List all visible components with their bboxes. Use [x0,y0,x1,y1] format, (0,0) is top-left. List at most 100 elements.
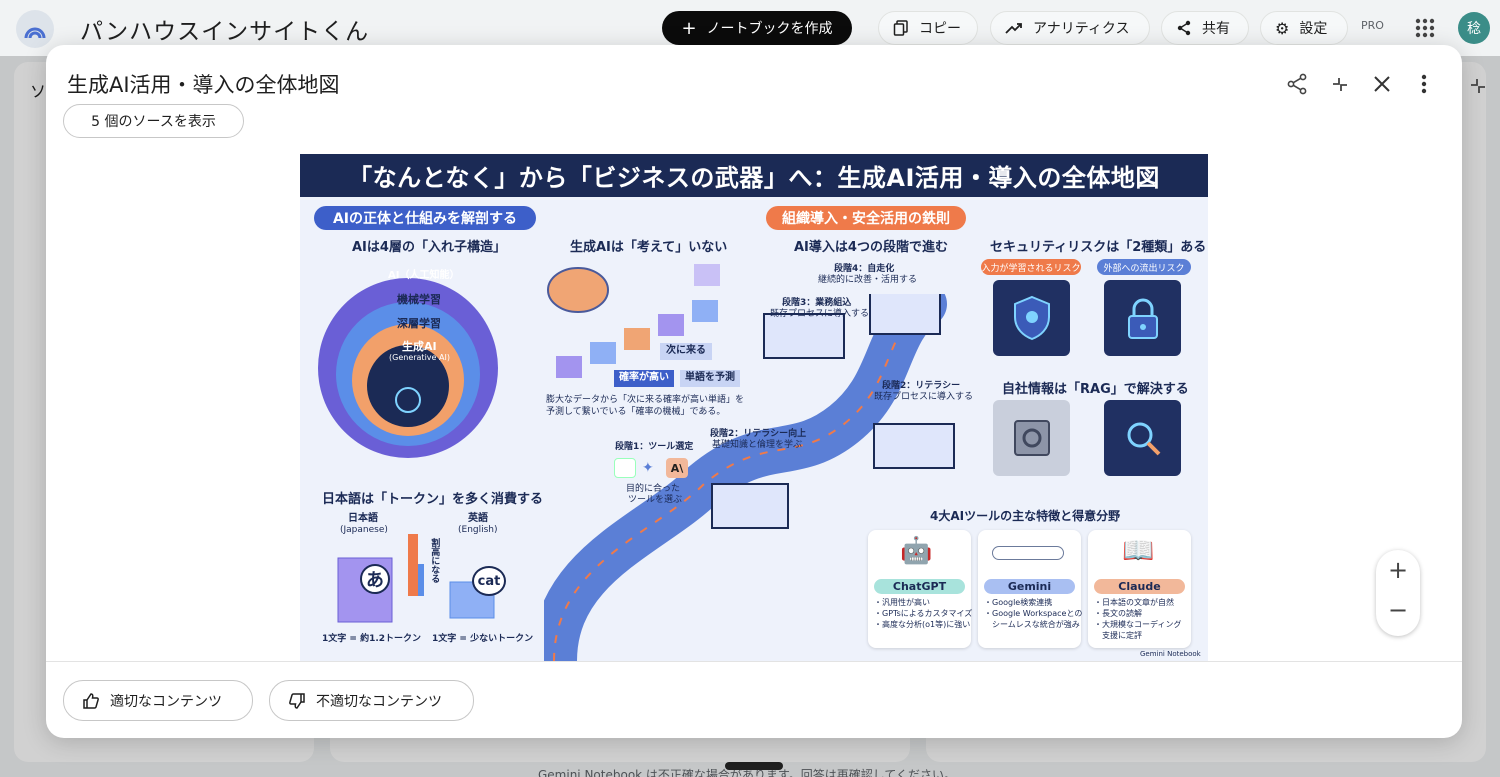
token-title: 日本語は「トークン」を多く消費する [322,492,544,507]
stage4-desc: 継続的に改善・活用する [818,275,918,285]
close-icon[interactable] [1370,72,1394,96]
probability-chain-illustration [547,264,720,378]
infographic-modal: 生成AI活用・導入の全体地図 5 個のソースを表示 「なんとなく」から「ビジネス… [46,45,1462,738]
nested-circles-diagram [318,278,498,458]
layer-genai: 生成AI [402,340,437,353]
thumb-down-icon [289,692,305,709]
stage3-desc: 既存プロセスに導入する [770,309,870,319]
stage-title: AI導入は4つの段階で進む [794,240,948,255]
avatar[interactable]: 稔 [1458,12,1490,44]
analytics-button[interactable]: アナリティクス [990,11,1150,45]
stage2b-desc: 既存プロセスに導入する [874,392,974,402]
modal-title: 生成AI活用・導入の全体地図 [67,73,340,97]
token-en-glyph: cat [472,566,506,596]
search-icon [1104,400,1181,476]
think-next: 次に来る [660,343,712,360]
stage2-label: 段階2：リテラシー向上 [710,429,807,439]
rag-title: 自社情報は「RAG」で解決する [1002,382,1189,397]
claude-logo-icon: A\ [666,458,688,478]
thumb-up-icon [83,692,99,709]
token-ja-label: 日本語 [348,513,378,524]
tool-feature: ・長文の読解 [1094,609,1142,618]
think-prob: 確率が高い [614,370,674,387]
app-bar: パンハウスインサイトくん + ノートブックを作成 コピー アナリティクス 共有 … [0,0,1500,56]
security-risk2: 外部への流出リスク [1097,259,1191,275]
create-notebook-button[interactable]: + ノートブックを作成 [662,11,852,45]
tool-name-chatgpt: ChatGPT [874,579,965,594]
think-predict: 単語を予測 [680,370,740,387]
robot-icon: 🤖 [900,536,933,566]
think-desc-2: 予測して繋いでいる「確率の機械」である。 [546,407,726,417]
token-ja-en: (Japanese) [340,525,388,535]
modal-footer: 適切なコンテンツ 不適切なコンテンツ [46,661,1462,738]
pro-badge: PRO [1361,19,1384,32]
stage4-label: 段階4：自走化 [834,264,895,274]
layer-genai-en: (Generative AI) [389,353,450,362]
tool-feature: 支援に定評 [1094,631,1142,640]
gemini-logo-icon: ✦ [642,460,654,476]
watermark: Gemini Notebook [1140,650,1201,658]
zoom-in-icon[interactable]: + [1387,556,1409,584]
infographic-image[interactable]: 「なんとなく」から「ビジネスの武器」へ：生成AI活用・導入の全体地図 AIの正体… [300,154,1208,661]
stage2-desc: 基礎知識と倫理を学ぶ [712,440,803,450]
more-vert-icon[interactable] [1412,72,1436,96]
tool-feature: ・汎用性が高い [874,598,930,607]
safe-icon [993,400,1070,476]
token-en-count: 1文字 = 少ないトークン [432,634,534,644]
collapse-icon-background[interactable] [1468,76,1488,96]
bad-content-button[interactable]: 不適切なコンテンツ [269,680,474,721]
nest-title: AIは4層の「入れ子構造」 [352,240,506,255]
layer-ml: 機械学習 [397,293,441,306]
section-tag-left: AIの正体と仕組みを解剖する [314,206,536,230]
tool-card-claude: 📖 Claude ・日本語の文章が自然 ・長文の読解 ・大規模なコーディング 支… [1088,530,1191,648]
share-icon[interactable] [1285,72,1309,96]
layer-dl: 深層学習 [397,317,441,330]
token-ja-glyph: あ [360,564,390,594]
security-title: セキュリティリスクは「2種類」ある [990,240,1207,255]
stage3-label: 段階3：業務組込 [782,298,852,308]
infographic-banner: 「なんとなく」から「ビジネスの武器」へ：生成AI活用・導入の全体地図 [300,154,1208,197]
lock-icon [1104,280,1181,356]
stage1-desc-1: 目的に合った [626,484,681,494]
collapse-icon[interactable] [1328,72,1352,96]
tools-title: 4大AIツールの主な特徴と得意分野 [930,509,1121,523]
share-button[interactable]: 共有 [1161,11,1249,45]
think-desc-1: 膨大なデータから「次に来る確率が高い単語」を [546,395,745,405]
good-content-button[interactable]: 適切なコンテンツ [63,680,253,721]
share-icon [1177,20,1191,36]
token-ja-count: 1文字 = 約1.2トークン [322,634,422,644]
tool-feature: ・Google Workspaceとの [984,609,1083,618]
disclaimer-text: Gemini Notebook は不正確な場合があります。回答は再確認してくださ… [538,768,957,777]
stage1-desc-2: ツールを選ぶ [628,495,683,505]
shield-icon [993,280,1070,356]
apps-grid-icon[interactable] [1414,17,1436,39]
stage2b-label: 段階2：リテラシー [882,381,961,391]
think-title: 生成AIは「考えて」いない [570,240,728,255]
stage1-label: 段階1：ツール選定 [615,442,694,452]
zoom-out-icon[interactable]: − [1387,596,1409,624]
tool-name-claude: Claude [1094,579,1185,594]
adoption-road-illustration [544,294,955,661]
tool-feature: ・GPTsによるカスタマイズ [874,609,973,618]
gear-icon: ⚙ [1275,18,1290,38]
notebook-title[interactable]: パンハウスインサイトくん [80,19,370,45]
notebook-logo-icon[interactable] [16,10,54,48]
token-cost: 割高になる [429,538,440,583]
tool-feature: シームレスな統合が強み [984,620,1080,629]
layer-ai: AI（人工知能） [388,270,460,281]
settings-button[interactable]: ⚙ 設定 [1260,11,1348,45]
tool-feature: ・Google検索連携 [984,598,1053,607]
plus-icon: + [681,17,697,39]
show-sources-button[interactable]: 5 個のソースを表示 [63,104,244,138]
token-en-en: (English) [458,525,498,535]
section-tag-right: 組織導入・安全活用の鉄則 [766,206,966,230]
tool-feature: ・日本語の文章が自然 [1094,598,1174,607]
token-en-label: 英語 [468,513,488,524]
zoom-controls: + − [1376,550,1420,636]
tool-feature: ・大規模なコーディング [1094,620,1182,629]
tool-feature: ・高度な分析(o1等)に強い [874,620,971,629]
copy-button[interactable]: コピー [878,11,978,45]
trending-up-icon [1005,23,1022,34]
drag-handle[interactable] [725,762,783,770]
tool-card-chatgpt: 🤖 ChatGPT ・汎用性が高い ・GPTsによるカスタマイズ ・高度な分析(… [868,530,973,648]
